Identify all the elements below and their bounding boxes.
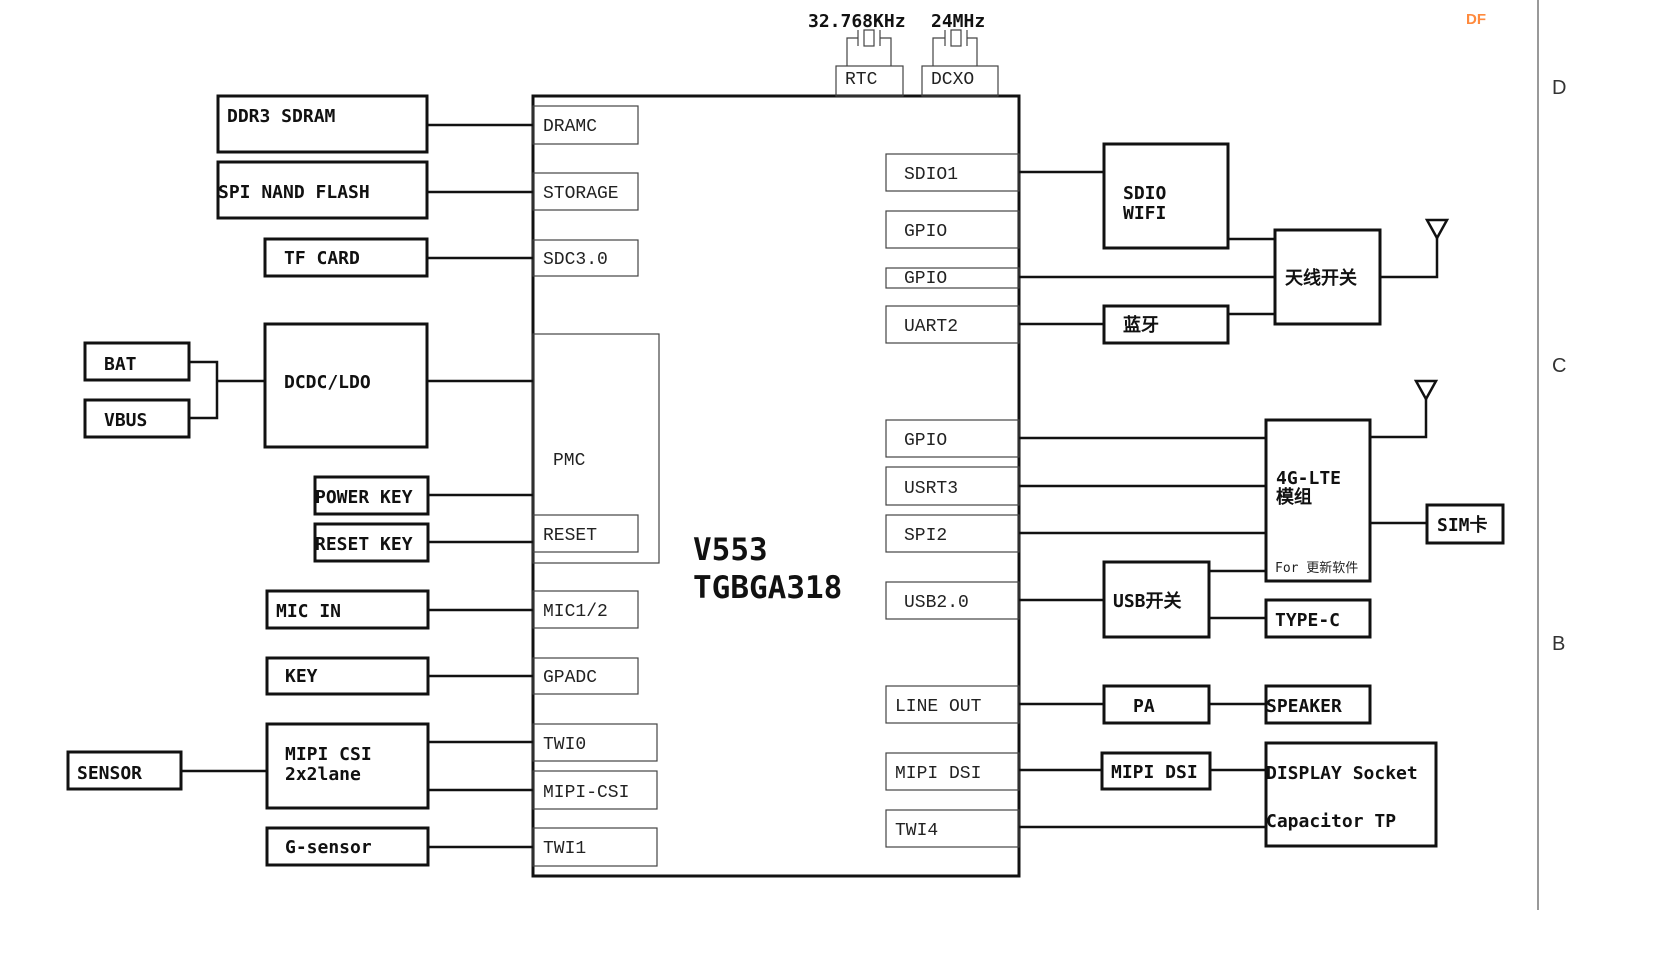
rtc-label: RTC [845,70,878,90]
bluetooth-label: 蓝牙 [1123,315,1159,336]
port-gpio-a-label: GPIO [904,222,947,242]
lte-module-note: For 更新软件 [1275,560,1358,576]
port-usrt3-label: USRT3 [904,479,958,499]
tf-card-label: TF CARD [284,248,360,269]
port-dramc-label: DRAMC [543,117,597,137]
lte-module-label-line2: 模组 [1276,486,1312,508]
sdio-wifi-label-line1: SDIO [1123,183,1167,204]
dcxo-crystal-frequency: 24MHz [931,11,985,32]
bat-block [83,341,191,382]
rtc-crystal-frequency: 32.768KHz [808,11,906,32]
port-spi2-label: SPI2 [904,526,947,546]
usb-switch-label: USB开关 [1113,590,1182,612]
port-twi0-label: TWI0 [543,735,586,755]
port-pmc-label: PMC [553,451,586,471]
lte-module-label-line1: 4G-LTE [1276,468,1341,489]
brand-mark: DF [1466,11,1486,28]
chip-package: TGBGA318 [693,570,842,606]
mipi-csi-block [265,722,430,810]
display-socket-block [1264,741,1438,848]
mipi-dsi-label: MIPI DSI [1111,762,1198,783]
display-socket-label-line2: Capacitor TP [1266,811,1396,832]
mipi-csi-label-line1: MIPI CSI [285,744,372,765]
port-storage-label: STORAGE [543,184,619,204]
ddr3-sdram-label: DDR3 SDRAM [227,106,336,127]
g-sensor-label: G-sensor [285,837,372,858]
spi-nand-flash-label: SPI NAND FLASH [218,182,370,203]
sdio-wifi-label-line2: WIFI [1123,203,1166,224]
edge-letter-d: D [1552,77,1566,99]
connection-wires [181,123,1427,849]
port-twi1-label: TWI1 [543,839,586,859]
edge-letter-c: C [1552,355,1566,377]
port-sdc-label: SDC3.0 [543,250,608,270]
sensor-label: SENSOR [77,763,142,784]
power-key-label: POWER KEY [315,487,413,508]
port-mipi-csi-label: MIPI-CSI [543,783,629,803]
type-c-label: TYPE-C [1275,610,1340,631]
port-gpio-a [885,210,1020,249]
dcxo-block [921,65,999,97]
antenna-switch-label: 天线开关 [1285,267,1357,289]
dcxo-crystal-icon [932,29,978,66]
pa-block [1102,684,1211,725]
sdio-wifi-block [1102,142,1230,250]
speaker-label: SPEAKER [1266,696,1342,717]
antenna-icon-wifi [1380,218,1450,279]
chip-name: V553 [693,532,768,568]
port-pmc [532,333,660,564]
edge-letter-b: B [1552,633,1565,655]
vbus-label: VBUS [104,410,147,431]
port-line-out-label: LINE OUT [895,697,982,717]
port-twi4 [885,809,1020,848]
port-reset [532,514,639,553]
reset-key-label: RESET KEY [315,534,413,555]
port-gpio-b-label: GPIO [904,269,947,289]
bat-label: BAT [104,354,137,375]
port-gpio-c-label: GPIO [904,431,947,451]
mic-in-label: MIC IN [276,601,341,622]
pa-label: PA [1133,696,1155,717]
spi-nand-flash-block [216,160,429,220]
key-label: KEY [285,666,318,687]
display-socket-label-line1: DISPLAY Socket [1266,763,1418,784]
port-mic-label: MIC1/2 [543,602,608,622]
port-gpadc-label: GPADC [543,668,597,688]
port-mipi-dsi-label: MIPI DSI [895,764,981,784]
port-usb-label: USB2.0 [904,593,969,613]
port-reset-label: RESET [543,526,597,546]
sim-card-label: SIM卡 [1437,514,1488,536]
lte-module-block [1264,418,1372,583]
port-mipi-dsi [885,752,1020,791]
port-sdio1-label: SDIO1 [904,165,958,185]
port-uart2-label: UART2 [904,317,958,337]
dcdc-ldo-label: DCDC/LDO [284,372,371,393]
rtc-block [835,65,904,97]
port-twi4-label: TWI4 [895,821,938,841]
mipi-csi-label-line2: 2x2lane [285,764,361,785]
dcxo-label: DCXO [931,70,974,90]
dcdc-ldo-block [263,322,429,449]
antenna-icon-lte [1370,379,1439,439]
rtc-crystal-icon [846,29,892,66]
